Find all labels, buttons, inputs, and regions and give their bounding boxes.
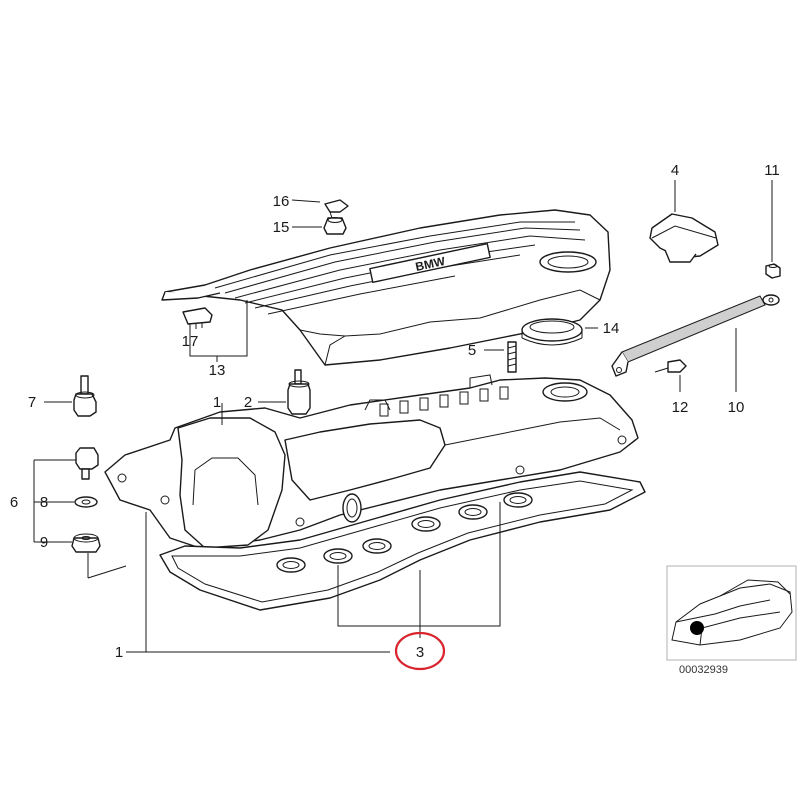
callout-3: 3 — [416, 644, 424, 661]
part-10-ground-strap — [611, 294, 780, 377]
oil-filler-opening — [539, 251, 597, 273]
part-11-nut — [765, 263, 781, 279]
car-silhouette — [671, 583, 793, 646]
part-12-screw — [654, 359, 687, 373]
part-14-seal-ring — [521, 318, 583, 346]
callout-16: 16 — [273, 193, 290, 210]
breather-port — [342, 493, 362, 523]
engine-location-dot — [690, 621, 704, 635]
part-9-grommet — [71, 533, 101, 553]
callout-12: 12 — [672, 399, 689, 416]
callout-15: 15 — [273, 219, 290, 236]
part-5-stud — [507, 341, 517, 373]
highlight-circle — [394, 631, 446, 671]
part-15-grommet — [323, 217, 347, 235]
filler-neck — [542, 382, 588, 402]
callout-11: 11 — [764, 162, 780, 179]
cover-lettering: BMW — [414, 254, 447, 274]
leader-lines — [33, 180, 773, 653]
callout-9: 9 — [40, 534, 48, 551]
callout-8: 8 — [40, 494, 48, 511]
callout-17: 17 — [182, 333, 199, 350]
part-9-projection-line — [87, 565, 127, 579]
callout-13: 13 — [209, 362, 226, 379]
diagram-number: 00032939 — [679, 664, 728, 676]
engine-cover-part: BMW — [161, 209, 611, 366]
callout-6: 6 — [10, 494, 18, 511]
part-17-clip — [182, 307, 213, 330]
cover-dome — [177, 417, 286, 549]
callout-4: 4 — [671, 162, 679, 179]
cylinder-head-cover-part — [104, 374, 639, 549]
plug-seal — [276, 557, 306, 573]
callout-7: 7 — [28, 394, 36, 411]
part-8-washer — [74, 496, 98, 508]
part-6-bolt — [75, 447, 99, 480]
part-2-rubber-mount — [287, 369, 311, 415]
callout-2: 2 — [244, 394, 252, 411]
vehicle-location-inset: 00032939 — [666, 565, 797, 676]
callout-labels: 16 15 17 13 4 11 14 5 10 12 1 2 7 6 8 9 … — [10, 162, 780, 661]
callout-5: 5 — [468, 342, 476, 359]
part-7-bolt — [73, 375, 97, 417]
part-16-clip — [324, 199, 349, 219]
callout-1-lower: 1 — [115, 644, 123, 661]
brand-lettering-plate — [369, 242, 491, 284]
callout-14: 14 — [603, 320, 620, 337]
gasket-set-part — [159, 471, 646, 611]
part-4-filler-cap — [649, 213, 719, 263]
callout-10: 10 — [728, 399, 745, 416]
callout-1-upper: 1 — [213, 394, 221, 411]
